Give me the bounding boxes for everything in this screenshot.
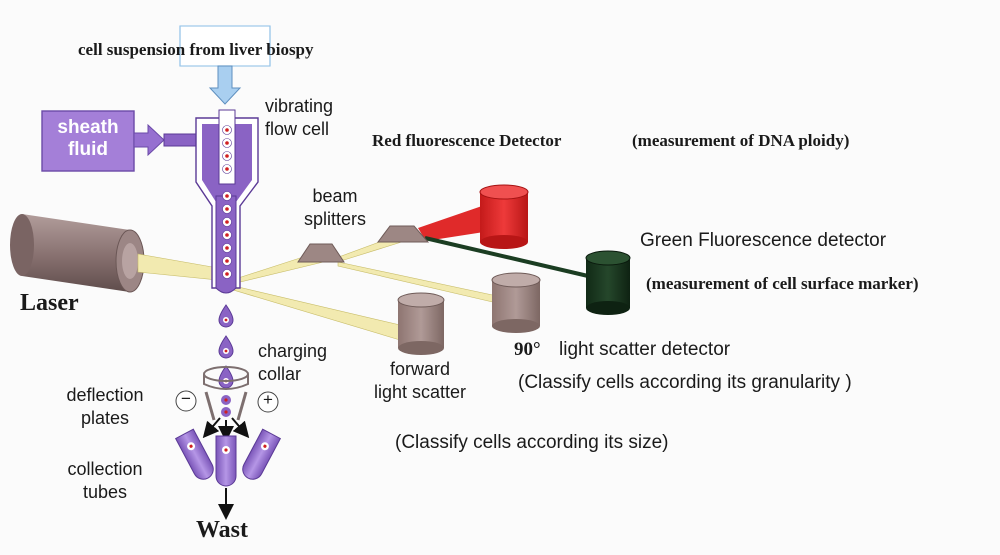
green-fluorescence-detector-icon xyxy=(585,250,631,315)
droplets xyxy=(218,304,234,389)
sheath-fluid-label-line1: sheath xyxy=(57,117,119,138)
beam-splitter-2 xyxy=(377,225,430,243)
side-beam-2 xyxy=(334,239,409,261)
waste-label: Wast xyxy=(196,517,249,543)
collection-tubes-label-line1: collection xyxy=(67,459,143,479)
deflected-droplets xyxy=(221,395,231,417)
charging-collar-label-line1: charging xyxy=(258,341,328,361)
side-scatter-detector-icon xyxy=(491,272,541,333)
red-detector-label: Red fluorescence Detector xyxy=(372,131,562,150)
input-arrow-icon xyxy=(208,65,242,105)
sheath-arrow-icon xyxy=(133,123,165,157)
cell-nucleus xyxy=(225,220,229,224)
green-measure-label: (measurement of cell surface marker) xyxy=(646,274,919,293)
charging-collar-label-line2: collar xyxy=(258,364,302,384)
plus-symbol: + xyxy=(263,390,273,409)
side-scatter-degree-label: 90° xyxy=(514,339,541,360)
cell-nucleus xyxy=(225,154,229,158)
forward-scatter-detector-icon xyxy=(397,292,445,355)
deflect-left-arrow xyxy=(202,417,221,439)
forward-scatter-label-line2: light scatter xyxy=(373,382,467,402)
collection-tubes-label-line2: tubes xyxy=(82,482,128,502)
cell-suspension-label: cell suspension from liver biospy xyxy=(78,40,314,59)
side-scatter-detector-label: light scatter detector xyxy=(559,339,731,360)
beam-splitter-1 xyxy=(297,243,345,263)
beam-splitters-label-line2: splitters xyxy=(303,209,366,229)
laser-icon xyxy=(10,214,145,293)
size-label: (Classify cells according its size) xyxy=(395,432,669,453)
cell-nucleus xyxy=(225,246,229,250)
cell-nucleus xyxy=(225,141,229,145)
green-fluorescence-beam xyxy=(424,236,589,278)
cell-nucleus xyxy=(225,259,229,263)
collection-tube-center xyxy=(215,435,237,487)
red-measure-label: (measurement of DNA ploidy) xyxy=(632,131,850,150)
collection-tube-left xyxy=(174,428,214,480)
deflection-plates-label-line2: plates xyxy=(80,408,130,428)
red-fluorescence-detector-icon xyxy=(479,184,529,249)
cell-stream xyxy=(222,125,232,279)
granularity-label: (Classify cells according its granularit… xyxy=(518,372,852,393)
charging-collar-icon xyxy=(203,366,249,390)
collection-tube-right xyxy=(242,428,282,480)
laser-beam xyxy=(137,253,219,281)
forward-scatter-beam xyxy=(229,284,401,341)
sheath-pipe xyxy=(163,133,201,147)
red-fluorescence-beam xyxy=(418,206,484,241)
cell-nucleus xyxy=(225,207,229,211)
cell-suspension-box xyxy=(179,25,271,67)
cell-nucleus xyxy=(225,167,229,171)
cell-nucleus xyxy=(225,233,229,237)
sheath-fluid-label-line2: fluid xyxy=(67,139,109,160)
cell-nucleus xyxy=(225,272,229,276)
forward-scatter-label-line1: forward xyxy=(389,359,451,379)
green-detector-label: Green Fluorescence detector xyxy=(640,230,887,251)
beam-splitters-label-line1: beam xyxy=(312,186,358,206)
minus-symbol: − xyxy=(181,389,191,408)
deflection-plates-label-line1: deflection xyxy=(66,385,144,405)
cell-nucleus xyxy=(225,194,229,198)
deflection-plates-icon xyxy=(175,390,279,421)
vibrating-flow-cell-label-line2: flow cell xyxy=(265,119,330,139)
cell-nucleus xyxy=(225,128,229,132)
sheath-fluid-box xyxy=(41,110,135,172)
laser-label: Laser xyxy=(20,290,79,316)
vibrating-flow-cell-label-line1: vibrating xyxy=(265,96,334,116)
deflect-right-arrow xyxy=(231,417,250,439)
